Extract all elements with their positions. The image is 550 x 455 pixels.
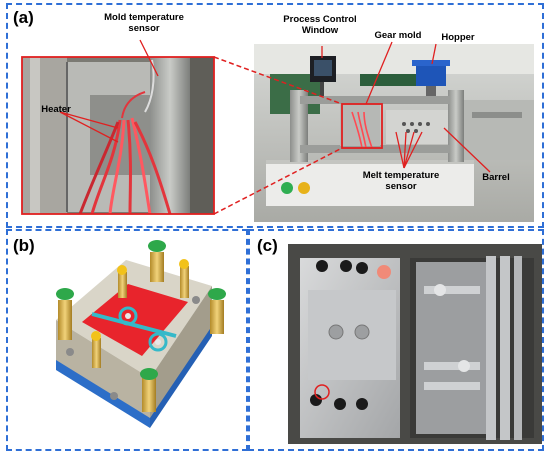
panel-a xyxy=(6,3,544,228)
leader-lines xyxy=(59,39,491,173)
zoom-line-bottom xyxy=(213,147,343,215)
mold-render xyxy=(56,240,226,428)
panel-label-a: (a) xyxy=(13,8,34,27)
panel-c xyxy=(248,229,544,451)
label-mold-temperature-sensor: Mold temperature sensor xyxy=(104,12,184,34)
label-barrel: Barrel xyxy=(482,172,510,183)
machine-photo xyxy=(254,44,534,222)
label-gear-mold: Gear mold xyxy=(374,30,422,41)
zoom-box xyxy=(341,103,383,149)
inset-border xyxy=(21,56,215,215)
label-heater: Heater xyxy=(41,104,71,115)
label-process-control-window: Process Control Window xyxy=(283,14,357,36)
label-hopper: Hopper xyxy=(441,32,475,43)
panel-b xyxy=(6,229,248,451)
label-melt-temperature-sensor: Melt temperature sensor xyxy=(362,170,440,192)
mold-plates-photo xyxy=(288,244,542,444)
zoom-line-top xyxy=(213,56,343,105)
heater-closeup-photo xyxy=(22,57,214,215)
panel-label-c: (c) xyxy=(257,236,278,255)
panel-label-b: (b) xyxy=(13,236,35,255)
